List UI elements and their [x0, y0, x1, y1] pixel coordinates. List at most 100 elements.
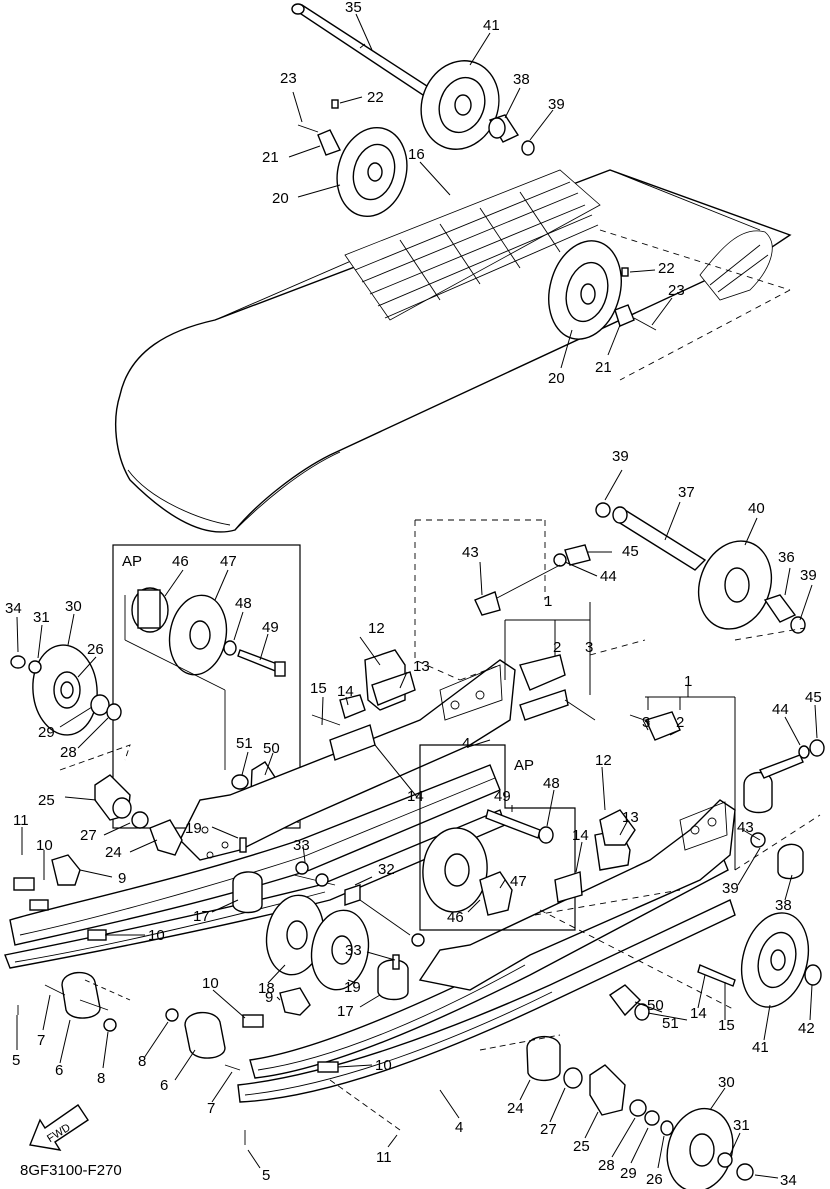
- parts-bottom-left: [17, 971, 401, 1145]
- callout-21: 21: [595, 359, 612, 376]
- callout-15: 15: [718, 1017, 735, 1034]
- callout-33: 33: [345, 942, 362, 959]
- ap-box-right: [419, 744, 576, 931]
- callout-43: 43: [737, 819, 754, 836]
- callout-13: 13: [413, 658, 430, 675]
- callout-7: 7: [207, 1100, 215, 1117]
- callout-27: 27: [80, 827, 97, 844]
- callout-31: 31: [733, 1117, 750, 1134]
- doc-code: 8GF3100-F270: [20, 1162, 122, 1179]
- callout-39: 39: [548, 96, 565, 113]
- callout-48: 48: [543, 775, 560, 792]
- callout-11: 11: [376, 1149, 392, 1166]
- callout-7: 7: [37, 1032, 45, 1049]
- callout-1: 1: [684, 673, 692, 690]
- callout-11: 11: [13, 812, 29, 829]
- callout-23: 23: [280, 70, 297, 87]
- wheel-20-left: [297, 99, 408, 218]
- callout-46: 46: [172, 553, 189, 570]
- group-1-right: [645, 696, 821, 871]
- callout-27: 27: [540, 1121, 557, 1138]
- callout-18: 18: [258, 980, 275, 997]
- callout-5: 5: [262, 1167, 270, 1184]
- callout-51: 51: [662, 1015, 679, 1032]
- callout-9: 9: [265, 989, 273, 1006]
- ap-label-left: AP: [122, 553, 142, 570]
- callout-8: 8: [138, 1053, 146, 1070]
- wheel-20-right: [548, 240, 657, 340]
- callout-30: 30: [718, 1074, 735, 1091]
- callout-38: 38: [513, 71, 530, 88]
- callout-19: 19: [344, 979, 361, 996]
- callout-10: 10: [36, 837, 53, 854]
- parts-left-rail: [13, 649, 425, 947]
- callout-45: 45: [805, 689, 822, 706]
- callout-13: 13: [622, 809, 639, 826]
- callout-40: 40: [748, 500, 765, 517]
- callout-1: 1: [544, 593, 552, 610]
- callout-48: 48: [235, 595, 252, 612]
- callout-26: 26: [87, 641, 104, 658]
- callout-6: 6: [160, 1077, 168, 1094]
- callout-21: 21: [262, 149, 279, 166]
- track-lugs: [344, 169, 601, 321]
- callout-50: 50: [647, 997, 664, 1014]
- ap-box-left: [112, 544, 301, 829]
- callout-46: 46: [447, 909, 464, 926]
- callout-35: 35: [345, 0, 362, 16]
- callout-28: 28: [60, 744, 77, 761]
- callout-42: 42: [798, 1020, 815, 1037]
- callout-22: 22: [367, 89, 384, 106]
- callout-12: 12: [368, 620, 385, 637]
- callout-39: 39: [612, 448, 629, 465]
- callout-3: 3: [585, 639, 593, 656]
- parts-bottom-right: [479, 1034, 754, 1189]
- callout-44: 44: [772, 701, 789, 718]
- callout-14: 14: [572, 827, 589, 844]
- callout-28: 28: [598, 1157, 615, 1174]
- callout-14: 14: [337, 683, 354, 700]
- callout-2: 2: [676, 714, 684, 731]
- callout-34: 34: [5, 600, 22, 617]
- callout-31: 31: [33, 609, 50, 626]
- callout-29: 29: [620, 1165, 637, 1182]
- callout-14: 14: [690, 1005, 707, 1022]
- parts-50-51-right: [608, 984, 650, 1021]
- wheel-41-top: [420, 60, 500, 150]
- callout-50: 50: [263, 740, 280, 757]
- callout-25: 25: [573, 1138, 590, 1155]
- wheel-40: [474, 502, 806, 634]
- callout-10: 10: [375, 1057, 392, 1074]
- wheels-18: [265, 894, 370, 991]
- shaft-35: [291, 3, 432, 96]
- callout-47: 47: [220, 553, 237, 570]
- callout-2: 2: [553, 639, 561, 656]
- callout-33: 33: [293, 837, 310, 854]
- callout-6: 6: [55, 1062, 63, 1079]
- callout-20: 20: [548, 370, 565, 387]
- callout-41: 41: [483, 17, 500, 34]
- parts-right-center: [554, 711, 825, 903]
- leader-lines: [16, 13, 818, 1179]
- callout-4: 4: [462, 735, 470, 752]
- callout-44: 44: [600, 568, 617, 585]
- collar-17: [377, 954, 409, 1001]
- ap-label-right: AP: [514, 757, 534, 774]
- callout-39: 39: [722, 880, 739, 897]
- dashed-links: [414, 519, 806, 1011]
- callout-22: 22: [658, 260, 675, 277]
- fwd-arrow: FWD: [29, 1104, 89, 1151]
- callout-17: 17: [337, 1003, 354, 1020]
- callout-17: 17: [193, 908, 210, 925]
- callout-14: 14: [407, 788, 424, 805]
- callout-51: 51: [236, 735, 253, 752]
- callout-45: 45: [622, 543, 639, 560]
- callout-30: 30: [65, 598, 82, 615]
- callout-37: 37: [678, 484, 695, 501]
- callout-4: 4: [455, 1119, 463, 1136]
- wheel-41-bottom: [697, 912, 822, 1008]
- callout-41: 41: [752, 1039, 769, 1056]
- callout-26: 26: [646, 1171, 663, 1188]
- callout-19: 19: [185, 820, 202, 837]
- callout-5: 5: [12, 1052, 20, 1069]
